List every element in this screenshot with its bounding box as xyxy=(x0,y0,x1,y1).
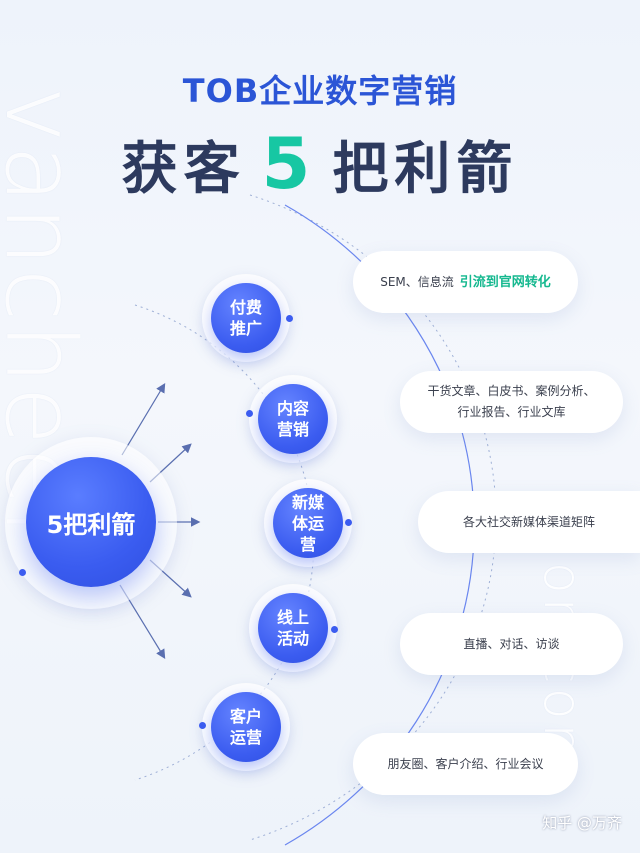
node-customer-ops: 客户运营 xyxy=(211,692,281,762)
node-label: 内容营销 xyxy=(276,399,309,439)
hub-circle: 5把利箭 xyxy=(26,457,156,587)
node-label: 客户运营 xyxy=(229,707,262,747)
card-new-media: 各大社交新媒体渠道矩阵 xyxy=(418,491,640,553)
card-text: 直播、对话、访谈 xyxy=(463,636,560,651)
source-credit: 知乎 @万齐 xyxy=(542,814,622,832)
node-dot xyxy=(345,519,352,526)
card-text: SEM、信息流 xyxy=(380,274,454,289)
card-text: 朋友圈、客户介绍、行业会议 xyxy=(387,756,544,771)
node-content-marketing: 内容营销 xyxy=(258,384,328,454)
node-dot xyxy=(331,626,338,633)
page-subtitle: TOB企业数字营销 xyxy=(182,72,458,110)
node-label: 线上活动 xyxy=(276,608,309,648)
card-text: 干货文章、白皮书、案例分析、行业报告、行业文库 xyxy=(427,384,596,419)
hub-label: 5把利箭 xyxy=(46,510,136,539)
node-dot xyxy=(286,315,293,322)
node-new-media: 新媒体运营 xyxy=(273,488,343,558)
hub-dot xyxy=(19,569,26,576)
node-paid-promotion: 付费推广 xyxy=(211,283,281,353)
card-content-marketing: 干货文章、白皮书、案例分析、行业报告、行业文库 xyxy=(400,371,623,433)
node-label: 新媒体运营 xyxy=(291,492,324,554)
title-suffix: 把利箭 xyxy=(332,137,519,202)
title-number: 5 xyxy=(261,123,317,205)
card-text: 各大社交新媒体渠道矩阵 xyxy=(462,514,595,529)
card-highlight: 引流到官网转化 xyxy=(459,274,551,290)
card-customer-ops: 朋友圈、客户介绍、行业会议 xyxy=(353,733,578,795)
card-paid-promotion: SEM、信息流引流到官网转化 xyxy=(353,251,578,313)
arrow-1 xyxy=(121,382,166,456)
node-online-events: 线上活动 xyxy=(258,593,328,663)
node-dot xyxy=(246,410,253,417)
card-online-events: 直播、对话、访谈 xyxy=(400,613,623,675)
title-prefix: 获客 xyxy=(121,137,246,202)
node-label: 付费推广 xyxy=(229,298,262,338)
node-dot xyxy=(199,722,206,729)
